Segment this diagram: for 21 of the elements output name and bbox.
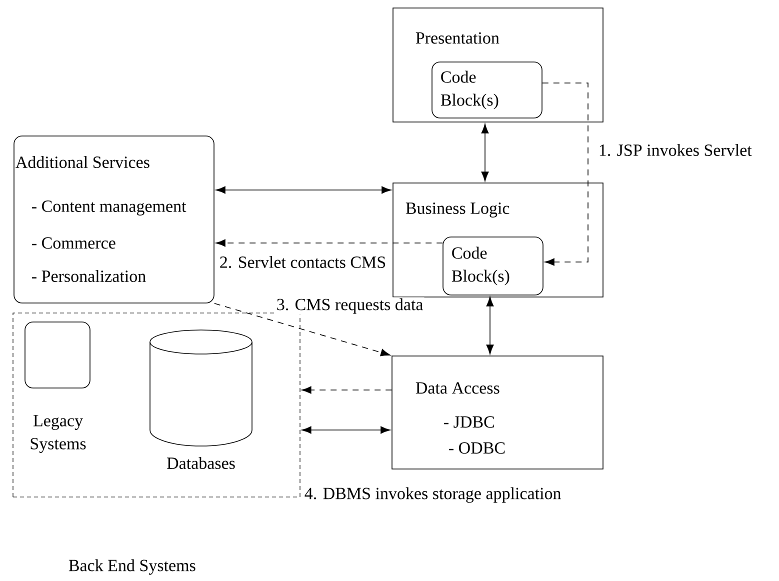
arrow bbox=[302, 426, 390, 434]
arrow bbox=[302, 386, 392, 394]
code-block-box: Code Block(s) bbox=[442, 236, 544, 296]
edge-label: 3. CMS requests data bbox=[275, 297, 424, 315]
layer-box: Data Access - JDBC - ODBC bbox=[392, 356, 604, 470]
node-label: Legacy Systems bbox=[30, 415, 86, 453]
arrow bbox=[481, 124, 489, 182]
arrow bbox=[216, 239, 443, 247]
services-box: Additional Services - Content management - Commerce - Personalization bbox=[14, 136, 214, 304]
edge-label: 2. Servlet contacts CMS bbox=[218, 255, 388, 270]
node-label: Databases bbox=[167, 457, 235, 469]
legacy-system-box: Legacy Systems bbox=[24, 322, 90, 453]
database-cylinder: Databases bbox=[150, 330, 252, 469]
arrow bbox=[486, 296, 494, 354]
edge-label: 1. JSP invokes Servlet bbox=[597, 142, 753, 158]
arrow bbox=[214, 303, 390, 356]
arrow bbox=[542, 82, 588, 266]
node-label: Back End Systems bbox=[68, 559, 196, 575]
code-block-box: Code Block(s) bbox=[432, 62, 542, 118]
arrow bbox=[216, 186, 392, 194]
step-note: 4. DBMS invokes storage application bbox=[304, 487, 562, 503]
